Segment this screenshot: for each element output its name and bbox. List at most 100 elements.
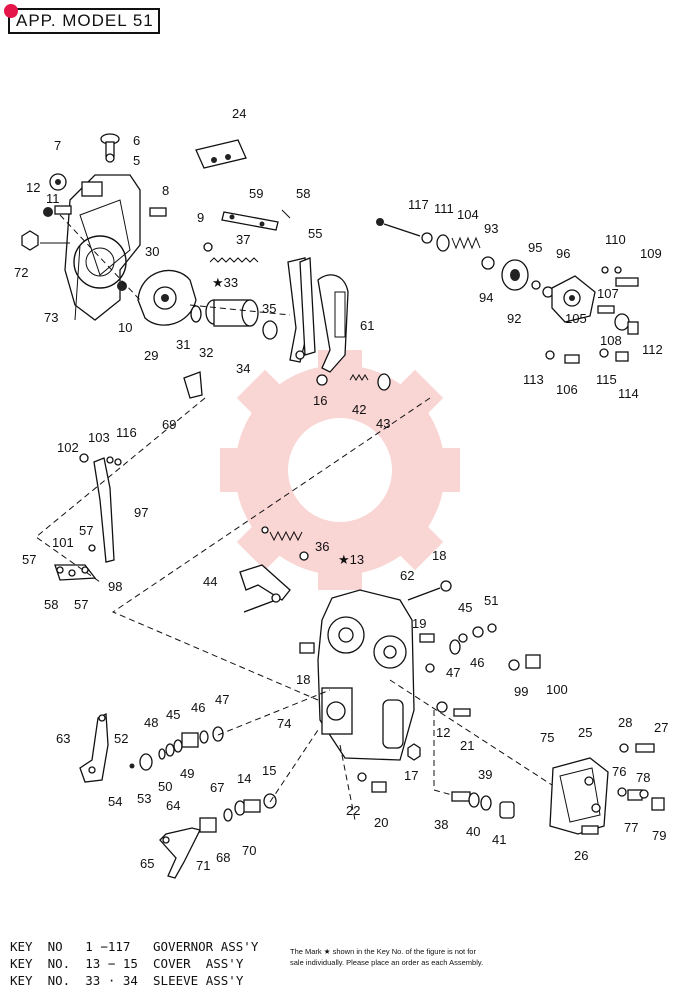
part-label: 36 bbox=[315, 539, 329, 554]
cap-41 bbox=[499, 801, 515, 819]
nut-79 bbox=[651, 797, 665, 811]
lever-61 bbox=[317, 274, 349, 373]
bolt-19 bbox=[419, 633, 435, 643]
washer-12 bbox=[43, 207, 53, 217]
part-label: 12 bbox=[26, 180, 40, 195]
governor-housing-upper bbox=[64, 174, 141, 321]
washer-68 bbox=[223, 808, 233, 822]
washer-45 bbox=[458, 633, 468, 643]
part-label: 104 bbox=[457, 207, 479, 222]
part-label: 41 bbox=[492, 832, 506, 847]
part-label: 32 bbox=[199, 345, 213, 360]
part-label: 45 bbox=[458, 600, 472, 615]
nut-14 bbox=[243, 799, 261, 813]
part-label: 64 bbox=[166, 798, 180, 813]
screw-16 bbox=[316, 374, 328, 386]
nut-17 bbox=[407, 743, 421, 761]
governor-weight-29 bbox=[137, 269, 197, 326]
part-label: 110 bbox=[605, 232, 626, 247]
part-label: 73 bbox=[44, 310, 58, 325]
part-label: 34 bbox=[236, 361, 250, 376]
part-label: 16 bbox=[313, 393, 327, 408]
part-label: 74 bbox=[277, 716, 291, 731]
part-label: 18 bbox=[432, 548, 446, 563]
part-label: 101 bbox=[52, 535, 74, 550]
part-label: 40 bbox=[466, 824, 480, 839]
part-label: 45 bbox=[166, 707, 180, 722]
part-label: 9 bbox=[197, 210, 204, 225]
part-label: 79 bbox=[652, 828, 666, 843]
shaft-parts-45-53 bbox=[129, 726, 224, 771]
cap-112 bbox=[627, 321, 639, 335]
part-label: 11 bbox=[46, 191, 60, 206]
part-label: 48 bbox=[144, 715, 158, 730]
part-label: 6 bbox=[133, 133, 140, 148]
part-label: 106 bbox=[556, 382, 578, 397]
washer-40a bbox=[468, 792, 480, 808]
part-label: 97 bbox=[134, 505, 148, 520]
part-label: 102 bbox=[57, 440, 79, 455]
part-label: 29 bbox=[144, 348, 158, 363]
washer-28 bbox=[619, 743, 629, 753]
part-label: 15 bbox=[262, 763, 276, 778]
part-label: 71 bbox=[196, 858, 210, 873]
washer-12b bbox=[436, 701, 448, 713]
washer-110b bbox=[614, 266, 622, 274]
corner-marker bbox=[4, 4, 18, 18]
part-label: 99 bbox=[514, 684, 528, 699]
part-label: 26 bbox=[574, 848, 588, 863]
part-label: 105 bbox=[565, 311, 587, 326]
part-label: 19 bbox=[412, 616, 426, 631]
part-label: 12 bbox=[436, 725, 450, 740]
bolt-21 bbox=[453, 708, 471, 717]
part-label: 67 bbox=[210, 780, 224, 795]
part-label: 57 bbox=[74, 597, 88, 612]
bolt-106 bbox=[564, 354, 580, 364]
part-label: 25 bbox=[578, 725, 592, 740]
key-row: KEY NO 1 −117 GOVERNOR ASS'Y bbox=[10, 939, 259, 954]
part-label: 117 bbox=[408, 197, 429, 212]
washer-43 bbox=[377, 373, 391, 391]
washer-15 bbox=[263, 793, 277, 809]
part-label: 21 bbox=[460, 738, 474, 753]
lever-59 bbox=[221, 209, 291, 231]
part-label: 95 bbox=[528, 240, 542, 255]
washer-22 bbox=[357, 772, 367, 782]
part-label: ★33 bbox=[212, 275, 238, 290]
assembly-lines bbox=[35, 214, 553, 821]
nut-46 bbox=[472, 626, 484, 638]
spring-36 bbox=[261, 526, 309, 561]
part-label: 69 bbox=[162, 417, 176, 432]
part-label: 8 bbox=[162, 183, 169, 198]
part-label: 98 bbox=[108, 579, 122, 594]
washer-115 bbox=[599, 348, 609, 358]
part-label: ★13 bbox=[338, 552, 364, 567]
part-label: 10 bbox=[118, 320, 132, 335]
part-label: 103 bbox=[88, 430, 110, 445]
part-label: 75 bbox=[540, 730, 554, 745]
bolt-38 bbox=[451, 791, 471, 802]
bolt-109 bbox=[615, 277, 639, 287]
washer-113 bbox=[545, 350, 555, 360]
key-row: KEY NO. 33 · 34 SLEEVE ASS'Y bbox=[10, 973, 244, 988]
part-label: 94 bbox=[479, 290, 493, 305]
part-label: 50 bbox=[158, 779, 172, 794]
key-row: KEY NO. 13 − 15 COVER ASS'Y bbox=[10, 956, 244, 971]
part-label: 38 bbox=[434, 817, 448, 832]
washer-76 bbox=[617, 787, 627, 797]
nut-108 bbox=[614, 313, 630, 331]
part-label: 18 bbox=[296, 672, 310, 687]
part-label: 54 bbox=[108, 794, 122, 809]
part-label: 46 bbox=[470, 655, 484, 670]
washer-47 bbox=[449, 639, 461, 655]
bolt-20 bbox=[371, 781, 387, 793]
spring-37 bbox=[209, 257, 259, 263]
part-label: 5 bbox=[133, 153, 140, 168]
sleeve-33 bbox=[190, 299, 278, 340]
part-label: 17 bbox=[404, 768, 418, 783]
part-label: 47 bbox=[215, 692, 229, 707]
spring-42 bbox=[349, 374, 369, 381]
part-label: 14 bbox=[237, 771, 251, 786]
lever-97 bbox=[79, 453, 122, 563]
washer-110a bbox=[601, 266, 609, 274]
